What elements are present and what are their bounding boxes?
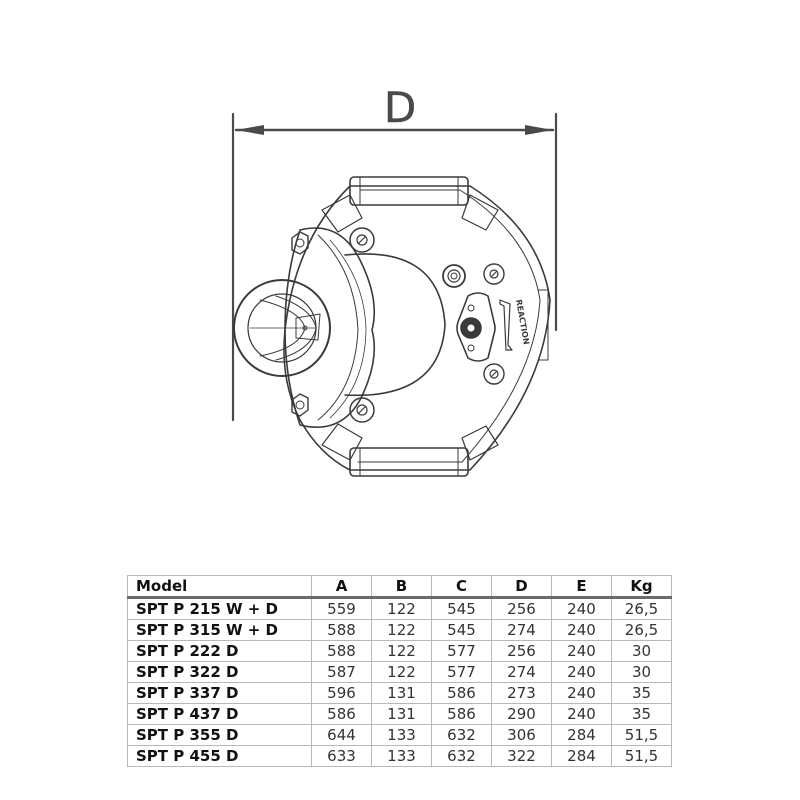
pump-technical-drawing: D REACTION: [231, 83, 558, 477]
cell-e: 240: [551, 682, 612, 704]
cell-c: 632: [431, 724, 492, 746]
cell-b: 122: [371, 597, 432, 620]
column-header-b: B: [371, 575, 432, 599]
table-row: SPT P 215 W + D 559 122 545 256 240 26,5: [127, 597, 672, 620]
cell-a: 559: [311, 597, 372, 620]
cell-a: 633: [311, 745, 372, 767]
discharge-flange: [284, 227, 376, 429]
cell-d: 274: [491, 661, 552, 683]
cell-kg: 51,5: [611, 745, 672, 767]
brand-logo-text: REACTION: [514, 299, 531, 345]
cell-d: 256: [491, 640, 552, 662]
cell-c: 632: [431, 745, 492, 767]
cell-b: 131: [371, 703, 432, 725]
table-row: SPT P 322 D 587 122 577 274 240 30: [127, 661, 672, 683]
cell-d: 273: [491, 682, 552, 704]
cell-b: 131: [371, 682, 432, 704]
cell-e: 240: [551, 619, 612, 641]
column-header-e: E: [551, 575, 612, 599]
cell-d: 306: [491, 724, 552, 746]
cell-model: SPT P 215 W + D: [127, 597, 312, 620]
cell-d: 322: [491, 745, 552, 767]
cell-b: 122: [371, 640, 432, 662]
cell-model: SPT P 322 D: [127, 661, 312, 683]
cell-c: 586: [431, 682, 492, 704]
column-header-a: A: [311, 575, 372, 599]
table-row: SPT P 437 D 586 131 586 290 240 35: [127, 703, 672, 725]
motor-dome: [344, 253, 446, 397]
cell-e: 284: [551, 745, 612, 767]
cell-e: 240: [551, 597, 612, 620]
screw-top-right: [483, 263, 505, 285]
table-row: SPT P 315 W + D 588 122 545 274 240 26,5: [127, 619, 672, 641]
fitting-nut: [442, 264, 466, 288]
cell-model: SPT P 337 D: [127, 682, 312, 704]
cell-a: 587: [311, 661, 372, 683]
cell-kg: 51,5: [611, 724, 672, 746]
cell-kg: 26,5: [611, 597, 672, 620]
cell-kg: 30: [611, 661, 672, 683]
cell-b: 122: [371, 661, 432, 683]
table-row: SPT P 355 D 644 133 632 306 284 51,5: [127, 724, 672, 746]
table-row: SPT P 337 D 596 131 586 273 240 35: [127, 682, 672, 704]
cell-model: SPT P 437 D: [127, 703, 312, 725]
cell-d: 274: [491, 619, 552, 641]
cell-c: 586: [431, 703, 492, 725]
table-row: SPT P 455 D 633 133 632 322 284 51,5: [127, 745, 672, 767]
cell-b: 122: [371, 619, 432, 641]
cell-model: SPT P 455 D: [127, 745, 312, 767]
cell-b: 133: [371, 745, 432, 767]
cell-c: 545: [431, 619, 492, 641]
cell-a: 588: [311, 619, 372, 641]
column-header-kg: Kg: [611, 575, 672, 599]
dimension-label-d: D: [384, 83, 416, 132]
cell-c: 577: [431, 661, 492, 683]
cell-kg: 26,5: [611, 619, 672, 641]
cell-e: 240: [551, 703, 612, 725]
cell-e: 240: [551, 640, 612, 662]
cell-e: 284: [551, 724, 612, 746]
outlet-pipe: [233, 279, 331, 377]
cell-model: SPT P 315 W + D: [127, 619, 312, 641]
cell-a: 644: [311, 724, 372, 746]
column-header-d: D: [491, 575, 552, 599]
cell-a: 596: [311, 682, 372, 704]
bottom-handle: [349, 447, 469, 477]
cell-d: 290: [491, 703, 552, 725]
cell-kg: 35: [611, 682, 672, 704]
cell-kg: 30: [611, 640, 672, 662]
cable-gland: [456, 292, 496, 362]
cell-c: 545: [431, 597, 492, 620]
table-row: SPT P 222 D 588 122 577 256 240 30: [127, 640, 672, 662]
cell-c: 577: [431, 640, 492, 662]
screw-bottom-right: [483, 363, 505, 385]
bolt-top: [291, 231, 309, 255]
cell-e: 240: [551, 661, 612, 683]
specifications-table: Model A B C D E Kg SPT P 215 W + D 559 1…: [127, 575, 672, 767]
column-header-model: Model: [127, 575, 312, 599]
cell-b: 133: [371, 724, 432, 746]
cell-a: 588: [311, 640, 372, 662]
bolt-bottom: [291, 393, 309, 417]
cell-model: SPT P 355 D: [127, 724, 312, 746]
top-handle: [349, 176, 469, 206]
column-header-c: C: [431, 575, 492, 599]
cell-kg: 35: [611, 703, 672, 725]
cell-model: SPT P 222 D: [127, 640, 312, 662]
cell-d: 256: [491, 597, 552, 620]
cell-a: 586: [311, 703, 372, 725]
dimension-line-d: [231, 112, 558, 422]
table-header-row: Model A B C D E Kg: [127, 575, 672, 599]
